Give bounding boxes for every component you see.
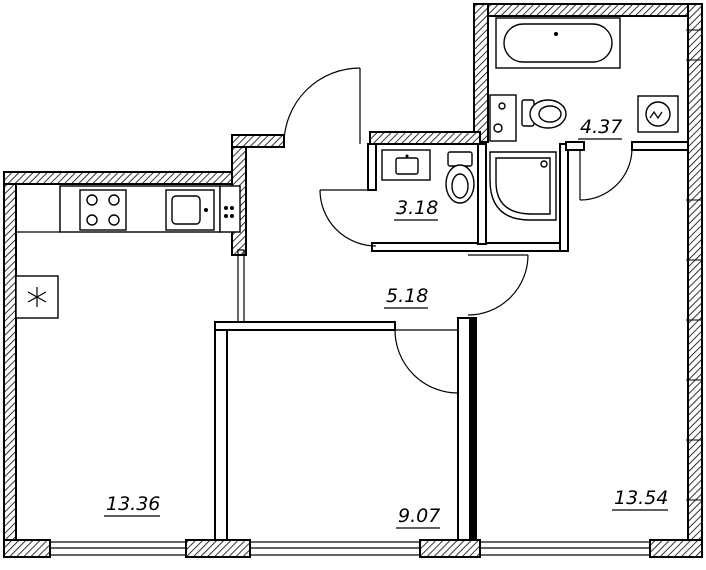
room-area-bathroom: 4.37 (580, 116, 622, 138)
toilet-icon (445, 151, 475, 204)
room-labels: 13.36 9.07 13.54 5.18 3.18 4.37 (104, 116, 668, 529)
room-area-living: 13.54 (614, 487, 668, 509)
room-area-kitchen: 13.36 (106, 493, 160, 515)
bathtub-icon (495, 17, 621, 69)
bathroom-fixtures (489, 17, 679, 142)
washbasin-icon (637, 95, 679, 133)
room-area-hall: 5.18 (386, 285, 428, 307)
interior-walls (214, 141, 689, 541)
wc-fixtures (381, 149, 557, 221)
exterior-walls (3, 3, 703, 558)
doors (283, 67, 633, 394)
washbasin-icon (381, 149, 431, 181)
snowflake-icon (15, 275, 59, 319)
shower-icon (489, 151, 557, 221)
sink-icon (165, 189, 215, 231)
washing-machine-icon (219, 185, 241, 233)
room-area-bedroom: 9.07 (398, 505, 440, 527)
stove-icon (79, 189, 127, 231)
windows (49, 29, 702, 556)
kitchen-fixtures (15, 185, 241, 340)
toilet-icon (521, 99, 567, 129)
room-area-toilet: 3.18 (396, 197, 438, 219)
